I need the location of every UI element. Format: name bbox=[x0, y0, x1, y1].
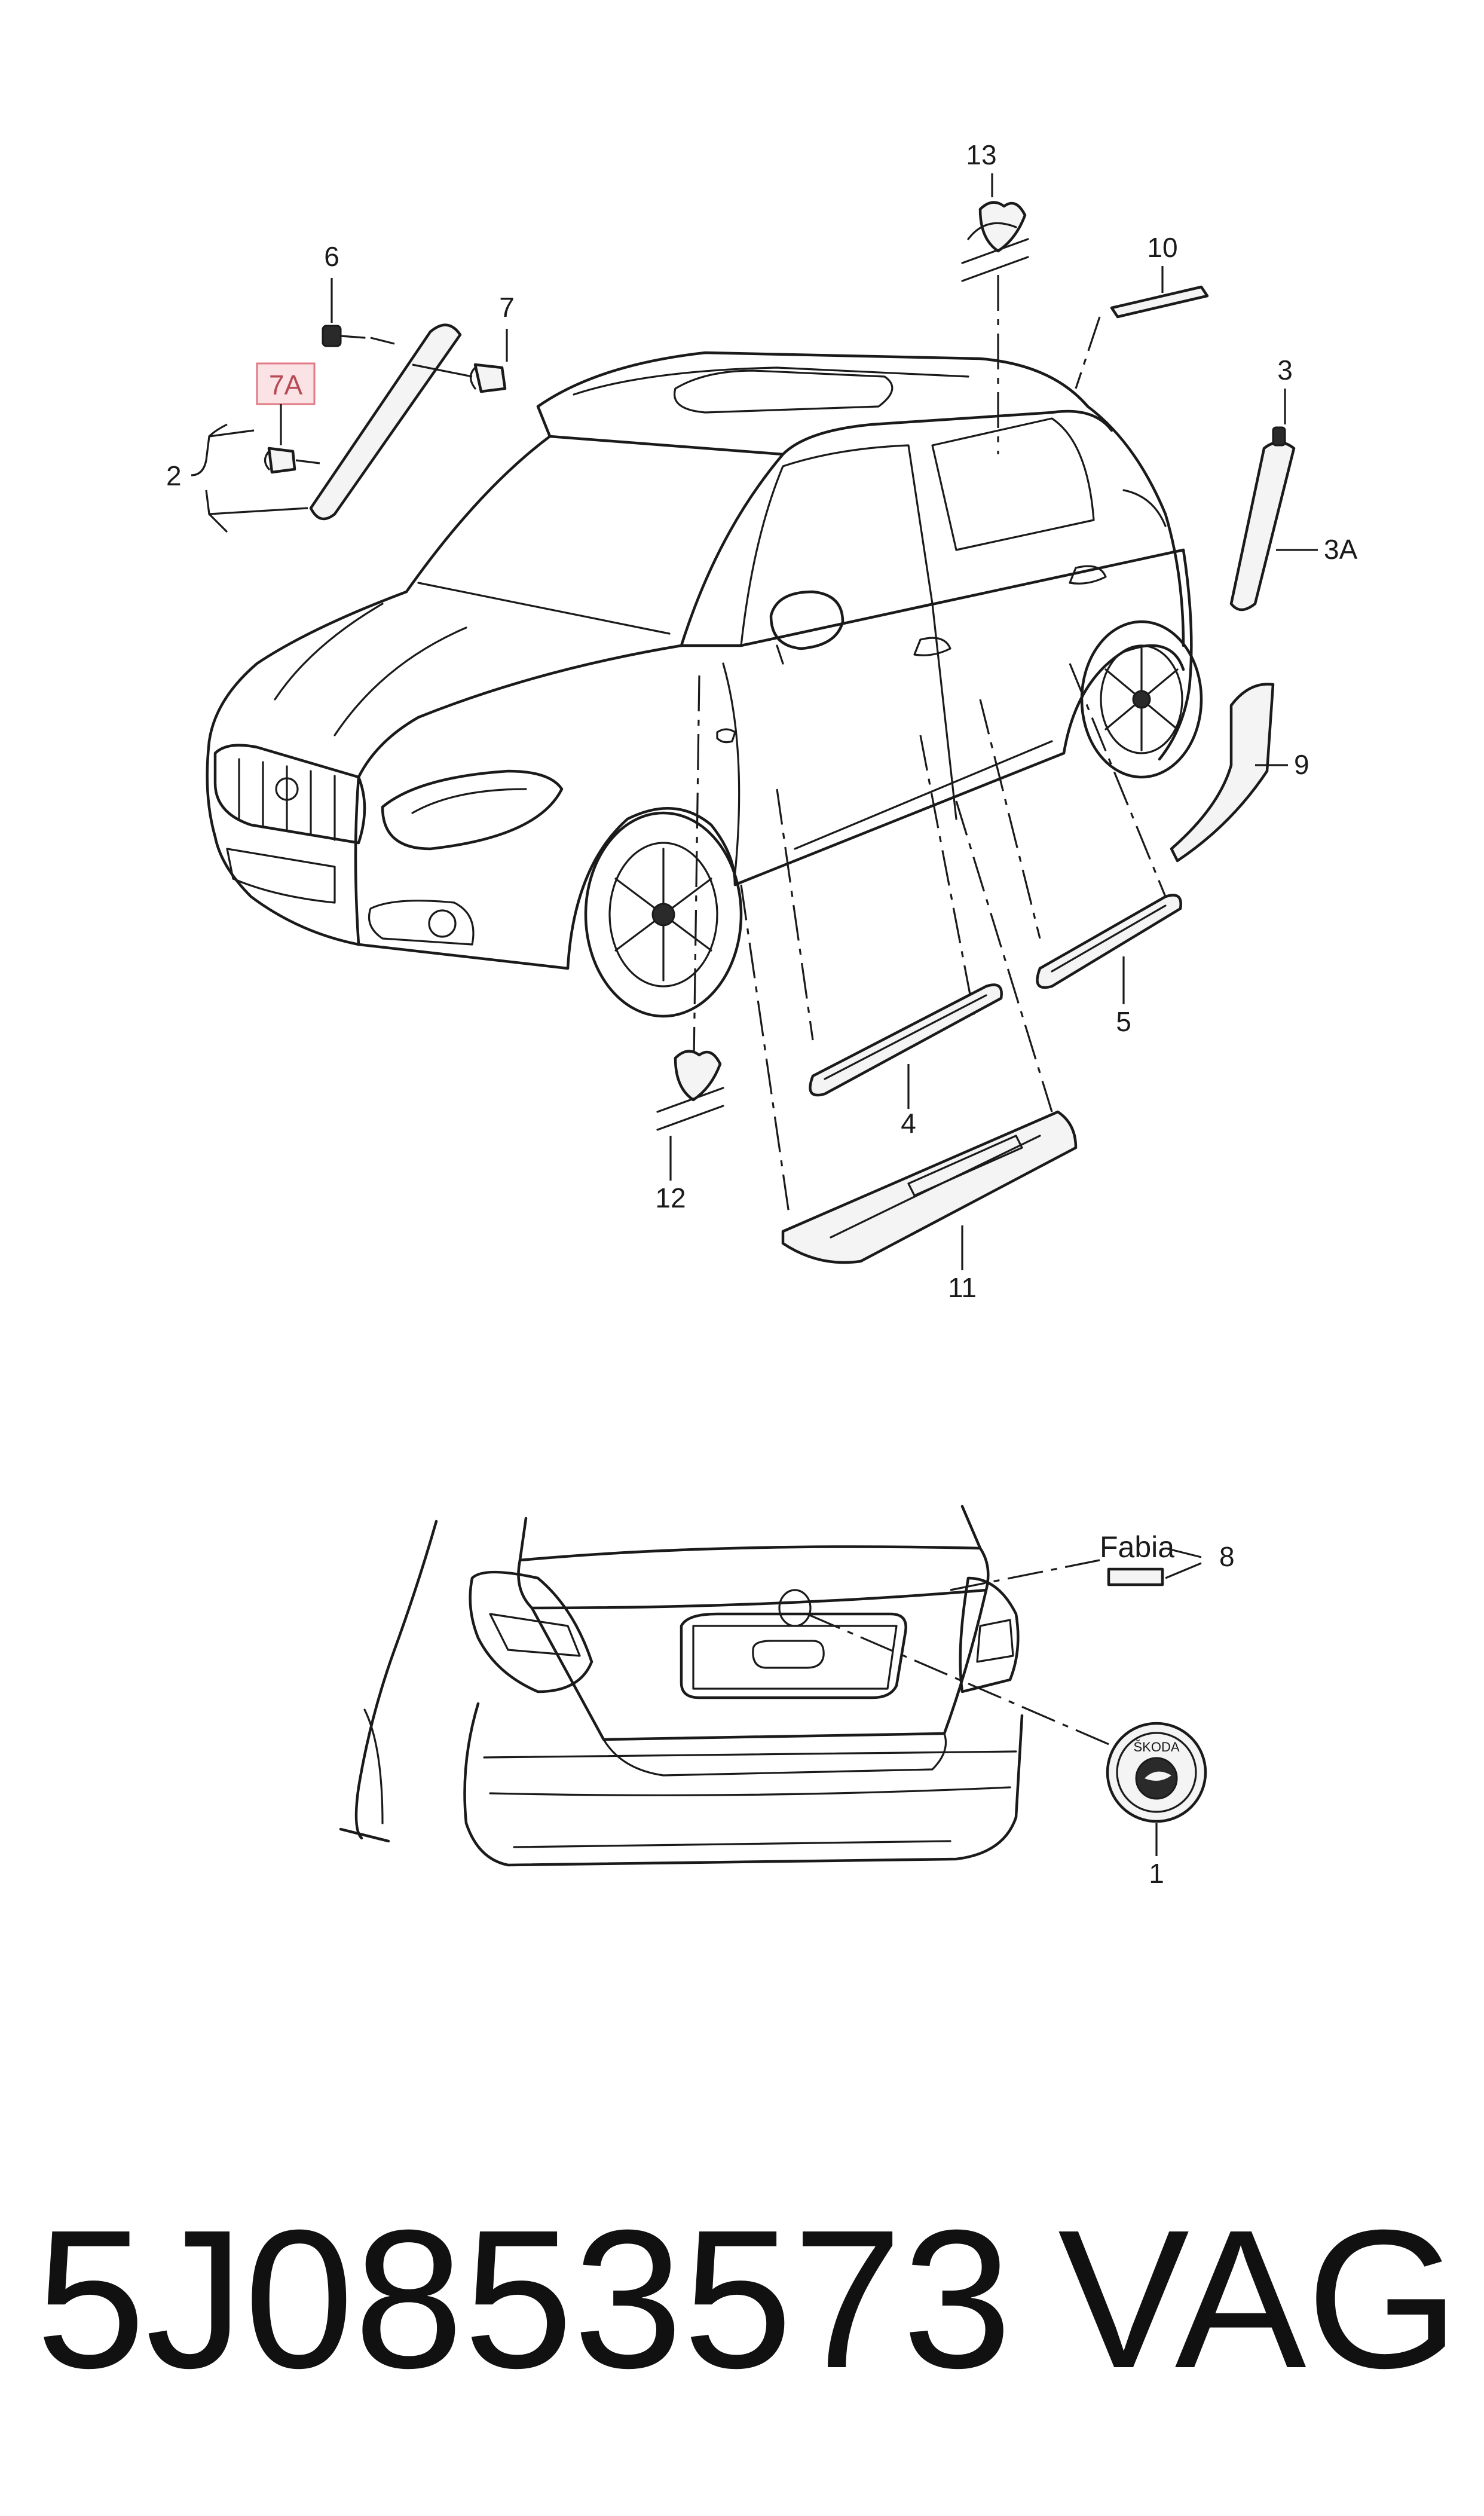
part-9-wheel-arch-trim bbox=[1170, 683, 1275, 863]
emblem-text: ŠKODA bbox=[1133, 1740, 1179, 1754]
callout-8: 8 bbox=[1219, 1541, 1235, 1572]
part-10-roof-strip bbox=[1110, 285, 1209, 319]
callout-7a-highlighted: 7A bbox=[256, 362, 316, 405]
callout-3: 3 bbox=[1277, 354, 1293, 386]
callout-12: 12 bbox=[655, 1182, 686, 1213]
callout-2-bracket bbox=[191, 423, 308, 533]
callout-11: 11 bbox=[948, 1272, 977, 1303]
part-13-clip bbox=[961, 201, 1029, 282]
badge-text: Fabia bbox=[1100, 1530, 1174, 1564]
rear-leader-lines bbox=[806, 1559, 1112, 1747]
part-4-front-door-moulding bbox=[809, 983, 1003, 1097]
callout-10: 10 bbox=[1147, 232, 1177, 263]
part-6-screw bbox=[322, 325, 366, 347]
part-6-to-strip-line bbox=[370, 337, 395, 345]
callout-2: 2 bbox=[166, 460, 182, 491]
part-number-text: 5J0853573 bbox=[36, 2188, 1012, 2409]
callout-5: 5 bbox=[1116, 1006, 1131, 1037]
part-3-pillar-trim bbox=[1229, 426, 1296, 612]
part-1-skoda-emblem: ŠKODA bbox=[1106, 1722, 1207, 1823]
part-5-rear-door-moulding bbox=[1036, 894, 1182, 989]
part-7a-to-strip-line bbox=[295, 459, 320, 464]
part-2-trim-strip bbox=[309, 323, 462, 521]
callout-1: 1 bbox=[1149, 1858, 1164, 1889]
part-7-to-strip-line bbox=[412, 363, 473, 378]
car-front-three-quarter-view bbox=[206, 351, 1203, 1018]
car-rear-view bbox=[339, 1505, 1024, 1867]
callout-4: 4 bbox=[901, 1108, 916, 1139]
part-7-clip-nut bbox=[469, 363, 507, 393]
callout-9: 9 bbox=[1294, 749, 1309, 780]
leader-lines bbox=[692, 275, 1167, 1214]
callout-7a: 7A bbox=[269, 369, 303, 401]
part-12-clip bbox=[656, 1050, 724, 1131]
brand-text: VAG bbox=[1058, 2188, 1459, 2409]
callout-7: 7 bbox=[499, 292, 515, 323]
part-7a-clip-nut bbox=[264, 447, 296, 474]
part-11-sill-trim bbox=[781, 1110, 1078, 1264]
callout-6: 6 bbox=[324, 241, 339, 272]
part-8-model-badge: Fabia bbox=[1100, 1530, 1174, 1586]
callout-8-leader bbox=[1165, 1547, 1202, 1579]
callout-3a: 3A bbox=[1324, 534, 1358, 565]
callout-13: 13 bbox=[966, 139, 996, 170]
